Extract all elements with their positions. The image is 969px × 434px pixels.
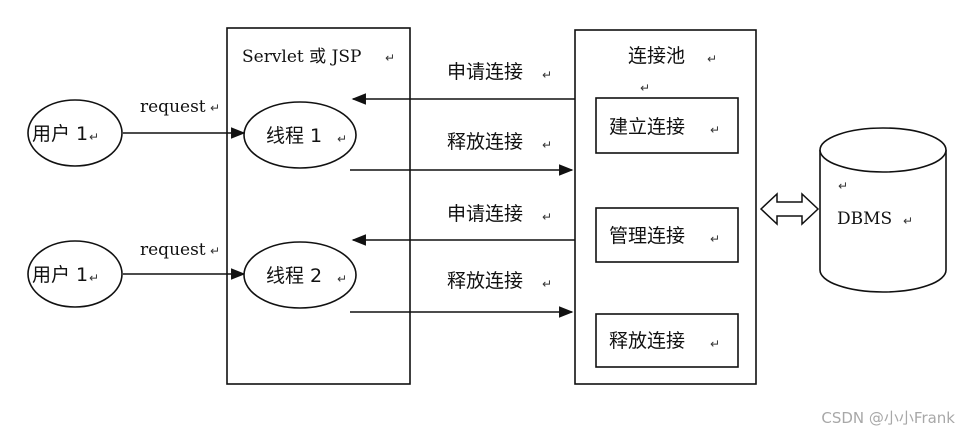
thread-label: 线程 2: [266, 265, 322, 287]
pool-item-box: [595, 207, 739, 263]
servlet-box: [226, 27, 411, 385]
pool-box-title: 连接池: [628, 45, 685, 67]
paragraph-mark: ↵: [838, 179, 848, 193]
dbms-cylinder: [819, 127, 947, 293]
pool-box: [574, 29, 757, 385]
acquire-connection-label: 申请连接: [447, 61, 523, 83]
paragraph-mark: ↵: [89, 130, 99, 144]
pool-dbms-double-arrow: [759, 192, 820, 226]
pool-item-box: [595, 313, 739, 368]
thread-node: [243, 241, 357, 309]
paragraph-mark: ↵: [210, 101, 220, 115]
request-label: request: [140, 240, 206, 260]
user-node: [27, 99, 123, 167]
paragraph-mark: ↵: [710, 337, 720, 351]
user-label: 用户 1: [32, 264, 88, 286]
user-node: [27, 240, 123, 308]
paragraph-mark: ↵: [903, 214, 913, 228]
paragraph-mark: ↵: [710, 123, 720, 137]
paragraph-mark: ↵: [89, 271, 99, 285]
paragraph-mark: ↵: [710, 232, 720, 246]
paragraph-mark: ↵: [542, 68, 552, 82]
pool-item-label: 释放连接: [609, 330, 685, 352]
acquire-connection-label: 申请连接: [447, 203, 523, 225]
servlet-box-title: Servlet 或 JSP: [242, 47, 361, 67]
paragraph-mark: ↵: [542, 210, 552, 224]
watermark: CSDN @小小Frank: [821, 409, 955, 427]
paragraph-mark: ↵: [337, 272, 347, 286]
thread-node: [243, 101, 357, 169]
paragraph-mark: ↵: [707, 52, 717, 66]
paragraph-mark: ↵: [385, 51, 395, 65]
release-connection-label: 释放连接: [447, 270, 523, 292]
user-label: 用户 1: [32, 123, 88, 145]
pool-item-label: 建立连接: [609, 116, 685, 138]
paragraph-mark: ↵: [542, 277, 552, 291]
paragraph-mark: ↵: [337, 132, 347, 146]
thread-label: 线程 1: [266, 125, 322, 147]
request-label: request: [140, 97, 206, 117]
release-connection-label: 释放连接: [447, 131, 523, 153]
paragraph-mark: ↵: [542, 138, 552, 152]
pool-item-box: [595, 97, 739, 154]
dbms-label: DBMS: [837, 209, 892, 229]
paragraph-mark: ↵: [640, 81, 650, 95]
paragraph-mark: ↵: [210, 244, 220, 258]
pool-item-label: 管理连接: [609, 225, 685, 247]
